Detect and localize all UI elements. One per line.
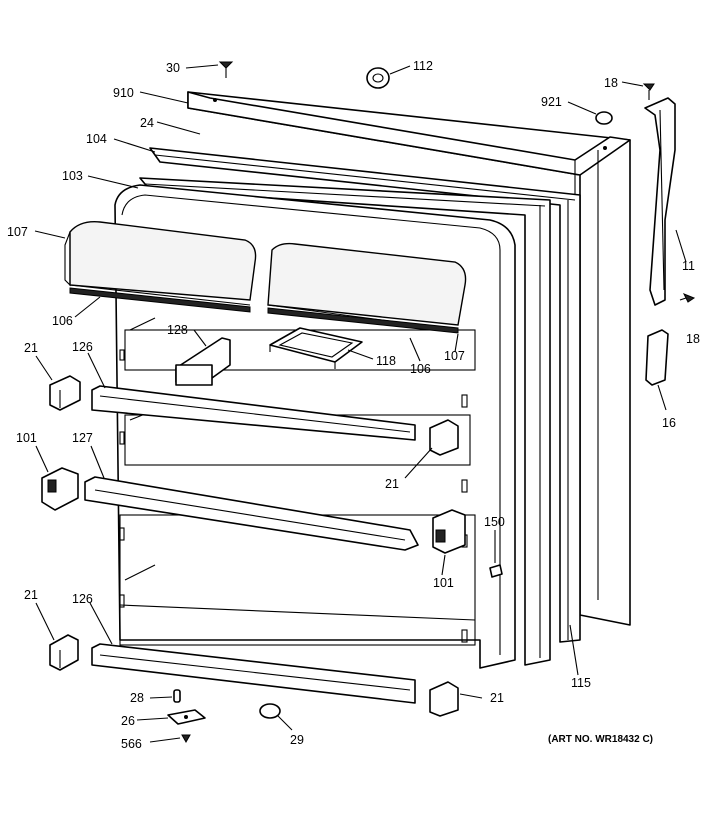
dairy-door-left [64,221,257,313]
hinge-cover [645,329,669,386]
leader-lines [34,64,687,743]
callout-566: 566 [121,737,142,751]
door-hinge [644,97,676,306]
screw-18-side [679,293,696,303]
callout-103: 103 [62,169,83,183]
callout-24: 24 [140,116,154,130]
callout-101-left: 101 [16,431,37,445]
callout-115: 115 [571,676,591,690]
callout-28: 28 [130,691,144,705]
callout-106-right: 106 [410,362,431,376]
dairy-door-right [267,242,467,334]
callout-921: 921 [541,95,562,109]
callout-910: 910 [113,86,134,100]
callout-128: 128 [167,323,188,337]
screw-18-top [642,83,655,100]
shelf-bar-lower [91,643,416,704]
hinge-plate-26 [167,709,206,725]
door-gasket [149,147,581,643]
callout-107-left: 107 [7,225,28,239]
art-number: (ART NO. WR18432 C) [548,734,653,745]
callout-18-side: 18 [686,332,700,346]
callout-18-top: 18 [604,76,618,90]
pin-28 [173,689,181,703]
plug-112 [366,67,390,89]
callout-104: 104 [86,132,107,146]
pin-150 [489,564,503,578]
screw-566 [181,734,191,744]
shelf-end-cap-left-upper [49,375,81,411]
callout-21-lower-left: 21 [24,588,38,602]
shelf-end-cap-right-lower [429,681,459,717]
callout-29: 29 [290,733,304,747]
shelf-bar-upper [91,385,416,441]
shelf-end-cap-left-lower [49,634,79,671]
callout-30: 30 [166,61,180,75]
callout-21-upper-right: 21 [385,477,399,491]
callout-labels: 30 112 18 910 921 24 104 103 11 107 18 1… [7,59,700,751]
callout-16: 16 [662,416,676,430]
callout-101-right: 101 [433,576,454,590]
callout-112: 112 [413,59,433,73]
shelf-bar-middle [84,476,419,551]
callout-11: 11 [682,259,695,273]
shelf-end-cap-left-middle [41,467,79,511]
plug-29 [259,703,281,719]
callout-126-lower: 126 [72,592,93,606]
callout-26: 26 [121,714,135,728]
callout-150: 150 [484,515,505,529]
callout-118: 118 [376,354,396,368]
callout-21-lower-right: 21 [490,691,504,705]
shelf-end-cap-right-middle [432,509,466,554]
callout-127: 127 [72,431,93,445]
cap-921 [595,111,613,125]
callout-107-right: 107 [444,349,465,363]
egg-tray [269,327,363,369]
callout-21-upper-left: 21 [24,341,38,355]
screw-30 [218,61,234,78]
callout-126-upper: 126 [72,340,93,354]
spacer-128 [175,337,231,386]
callout-106-left: 106 [52,314,73,328]
